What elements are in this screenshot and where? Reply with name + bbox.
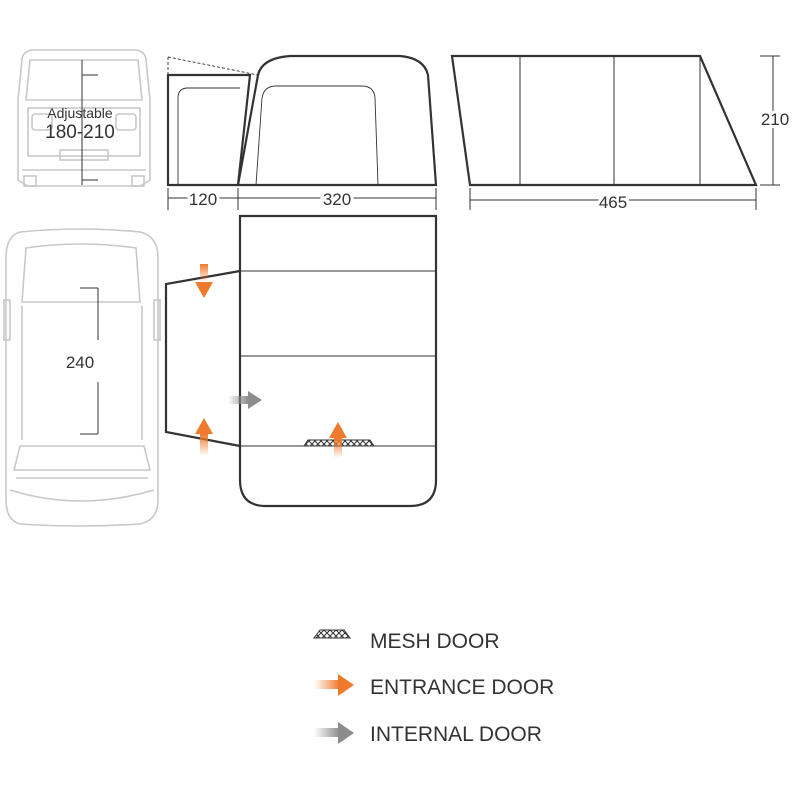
van-rear-view — [17, 49, 151, 187]
awning-side-panels — [519, 56, 701, 185]
entrance-arrow-bottom — [195, 418, 213, 456]
awning-floor-dividers — [240, 270, 436, 447]
legend: MESH DOOR ENTRANCE DOOR INTERNAL DOOR — [313, 629, 554, 746]
awning-front-inner — [167, 56, 379, 186]
mesh-door-icon — [313, 629, 351, 639]
legend-internal-door-label: INTERNAL DOOR — [370, 723, 542, 746]
side-dimension-lines — [469, 55, 780, 210]
van-depth-marker — [80, 287, 99, 435]
awning-front-elevation — [166, 54, 438, 187]
length-label: 465 — [599, 193, 627, 212]
height-label: 210 — [761, 110, 789, 129]
van-height-label-line1: Adjustable — [47, 105, 113, 121]
van-height-marker — [81, 60, 98, 185]
legend-entrance-door-label: ENTRANCE DOOR — [370, 676, 554, 699]
entrance-arrow-icon — [314, 674, 354, 696]
legend-mesh-door-label: MESH DOOR — [370, 630, 500, 653]
van-top-view — [3, 228, 161, 527]
internal-arrow-icon — [314, 722, 354, 744]
van-height-label-line2: 180-210 — [45, 122, 115, 143]
depth-van-label: 240 — [66, 353, 94, 372]
awning-floor-plan — [164, 214, 438, 508]
front-width-dimension-lines — [167, 188, 437, 210]
internal-arrow-plan — [228, 391, 262, 409]
entrance-arrow-mesh — [329, 422, 347, 458]
entrance-arrow-top — [195, 264, 213, 298]
awning-side-elevation — [450, 54, 758, 187]
width-main-label: 320 — [323, 190, 351, 209]
width-left-label: 120 — [189, 190, 217, 209]
